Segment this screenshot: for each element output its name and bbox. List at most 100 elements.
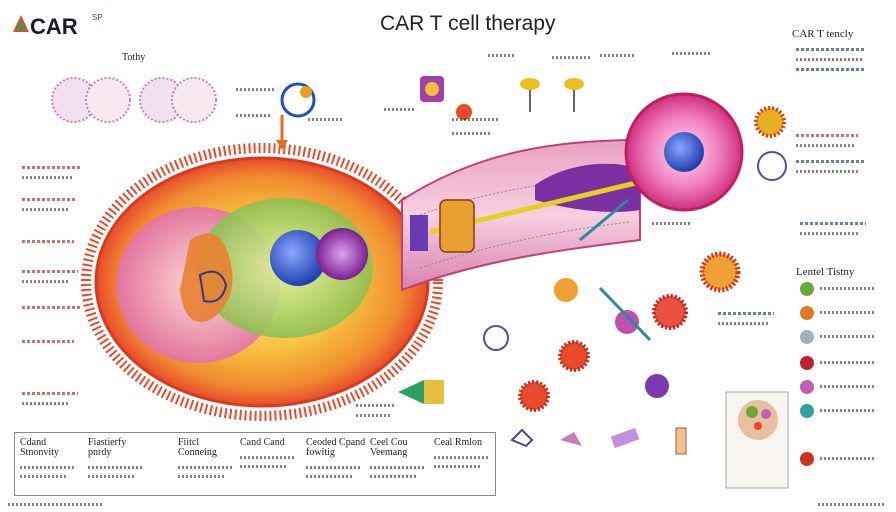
bottom-column: Cdand Stnonvity xyxy=(20,438,82,478)
bottom-column: Fiitcl Conneing xyxy=(178,438,240,478)
logo-subtext: SP xyxy=(92,13,103,22)
legend-dot xyxy=(800,306,814,320)
label-line xyxy=(384,108,416,111)
bottom-column-heading: Cdand Stnonvity xyxy=(20,437,59,458)
label-line xyxy=(796,48,866,51)
head-shape xyxy=(738,400,778,440)
bottom-icon-3 xyxy=(610,427,640,449)
legend-item xyxy=(800,356,880,374)
label-line xyxy=(22,240,74,243)
bottom-icon-1 xyxy=(510,428,534,448)
label-line xyxy=(356,404,396,407)
logo-text: CAR xyxy=(30,14,78,39)
bottom-column-heading: Ceoded Cpand fowitig xyxy=(306,437,366,458)
label-line xyxy=(22,208,68,211)
label-line xyxy=(800,222,866,225)
bottom-column: Cand Cand xyxy=(240,438,302,468)
synapse-tube xyxy=(401,138,641,292)
footer-scribble xyxy=(8,503,104,506)
legend-dot xyxy=(800,330,814,344)
legend-dot xyxy=(800,452,814,466)
bottom-column-heading: Ceal Rmlon xyxy=(434,437,483,448)
label-line xyxy=(552,56,592,59)
spiky-cell-5 xyxy=(518,380,550,412)
spiky-cell-1 xyxy=(754,106,786,138)
label-line xyxy=(236,114,272,117)
nucleus-purple xyxy=(316,228,368,280)
label-line xyxy=(600,54,634,57)
bottom-column-heading: Fiitcl Conneing xyxy=(178,437,217,458)
label-line xyxy=(652,222,692,225)
label-line xyxy=(236,88,274,91)
bottom-column: Fiastierfy pnrdy xyxy=(88,438,150,478)
dark-purple-cell xyxy=(645,374,669,398)
bottom-column: Ceal Rmlon xyxy=(434,438,496,468)
label-line xyxy=(488,54,516,57)
legend-item xyxy=(800,380,880,398)
top-left-heading: Tothy xyxy=(122,52,146,63)
top-right-heading: CAR T tencly xyxy=(792,28,854,40)
purple-cell xyxy=(615,310,639,334)
legend-item xyxy=(800,330,880,348)
label-line xyxy=(22,270,78,273)
spiky-cell-3 xyxy=(652,294,688,330)
nucleus-blue xyxy=(270,230,326,286)
legend-item xyxy=(800,306,880,324)
footer-scribble xyxy=(818,503,884,506)
label-line xyxy=(718,312,774,315)
teal-arrow-1 xyxy=(579,198,629,242)
bottom-column: Ceoded Cpand fowitig xyxy=(306,438,368,478)
label-line xyxy=(22,392,78,395)
top-left-cluster xyxy=(51,77,217,123)
organelle-orange xyxy=(180,233,233,322)
label-line xyxy=(800,232,860,235)
tube-cylinder xyxy=(439,199,475,253)
label-line xyxy=(796,58,862,61)
label-line xyxy=(796,160,866,163)
label-line xyxy=(22,306,80,309)
label-line xyxy=(22,402,70,405)
label-line xyxy=(796,68,864,71)
label-line xyxy=(718,322,768,325)
legend-heading: Lentel Tistny xyxy=(796,266,855,278)
spiky-cell-4 xyxy=(558,340,590,372)
bottom-column: Ceel Cou Veemang xyxy=(370,438,432,478)
bottom-icon-2 xyxy=(560,432,582,446)
top-molecule xyxy=(280,82,316,118)
label-line xyxy=(308,118,344,121)
receptor-yellow-2 xyxy=(564,78,584,90)
label-line xyxy=(796,170,860,173)
spiky-cell-2 xyxy=(699,251,741,293)
label-line xyxy=(22,340,74,343)
label-line xyxy=(452,132,492,135)
green-arrow xyxy=(398,380,424,404)
label-line xyxy=(796,134,858,137)
label-line xyxy=(22,198,76,201)
bottom-column-heading: Fiastierfy pnrdy xyxy=(88,437,127,458)
label-line xyxy=(22,280,70,283)
receptor-yellow-1 xyxy=(520,78,540,90)
teal-arrow-2 xyxy=(598,286,652,342)
legend-dot xyxy=(800,282,814,296)
label-line xyxy=(672,52,712,55)
label-line xyxy=(22,176,72,179)
legend-dot xyxy=(800,380,814,394)
label-line xyxy=(796,144,854,147)
legend-item xyxy=(800,282,880,300)
label-line xyxy=(22,166,80,169)
label-line xyxy=(356,414,392,417)
legend-item xyxy=(800,452,880,470)
page-title: CAR T cell therapy xyxy=(380,12,556,35)
outline-cell xyxy=(757,151,787,181)
logo-icon xyxy=(13,15,29,32)
legend-dot xyxy=(800,356,814,370)
legend-item xyxy=(800,404,880,422)
bottom-column-heading: Ceel Cou Veemang xyxy=(370,437,408,458)
membrane-spikes xyxy=(81,143,443,421)
legend-dot xyxy=(800,404,814,418)
bottom-icon-4 xyxy=(675,427,687,455)
label-line xyxy=(452,118,498,121)
bottom-panel xyxy=(14,432,496,496)
